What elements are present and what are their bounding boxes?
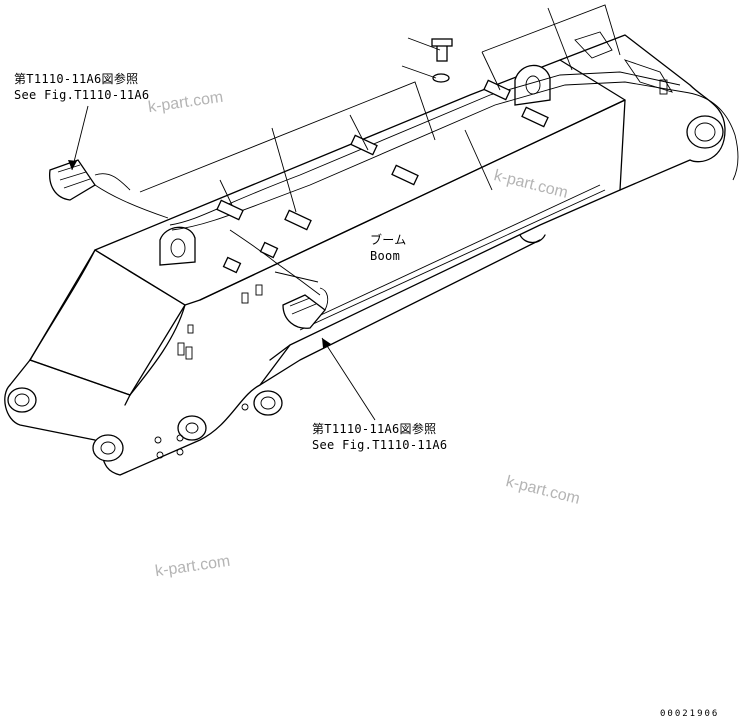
callout-bottom-jp: 第T1110-11A6図参照 [312,422,437,436]
callout-top-left-en: See Fig.T1110-11A6 [14,88,150,102]
callout-bottom-en: See Fig.T1110-11A6 [312,438,448,452]
callout-top-left-jp: 第T1110-11A6図参照 [14,72,139,86]
drawing-reference-number: 00021906 [660,709,720,719]
part-label-en: Boom [370,249,401,263]
wire-harness [49,38,739,331]
leader-lines [68,4,621,421]
boom-body [4,31,726,476]
part-label-jp: ブーム [370,233,407,247]
